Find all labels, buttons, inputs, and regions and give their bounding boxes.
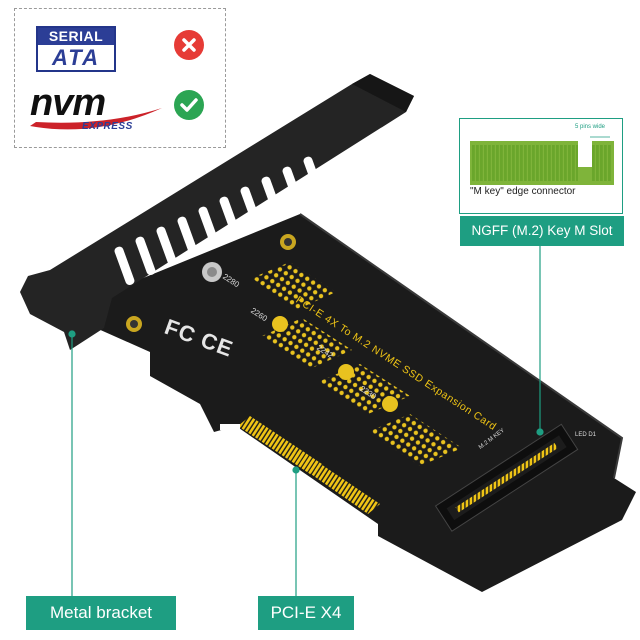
m2-slot <box>434 423 579 532</box>
nvme-logo-swoosh-icon <box>30 108 162 130</box>
ssd-pad-2230 <box>368 414 462 466</box>
metal-bracket-label: Metal bracket <box>26 596 176 630</box>
compatibility-panel <box>14 8 226 148</box>
pcie-gold-fingers-long <box>288 450 380 514</box>
ssd-pad-2280 <box>252 262 336 310</box>
check-icon <box>174 90 204 120</box>
serial-ata-logo-top: SERIAL <box>38 28 114 45</box>
pcie-x4-label: PCI-E X4 <box>258 596 354 630</box>
m-key-connector-icon <box>470 136 614 185</box>
m2-slot-label: NGFF (M.2) Key M Slot <box>460 216 624 246</box>
led-silkscreen: LED D1 <box>575 432 597 438</box>
nvme-logo-express: EXPRESS <box>82 121 133 132</box>
serial-ata-logo-bottom: ATA <box>52 45 100 70</box>
serial-ata-logo: SERIAL ATA <box>36 26 116 72</box>
x-icon <box>174 30 204 60</box>
edge-connector-caption: "M key" edge connector <box>470 186 576 197</box>
edge-connector-inset <box>459 118 623 214</box>
metal-bracket <box>20 74 414 350</box>
pins-wide-caption: 5 pins wide <box>575 124 606 130</box>
nvme-logo-text: nvm <box>30 82 106 124</box>
